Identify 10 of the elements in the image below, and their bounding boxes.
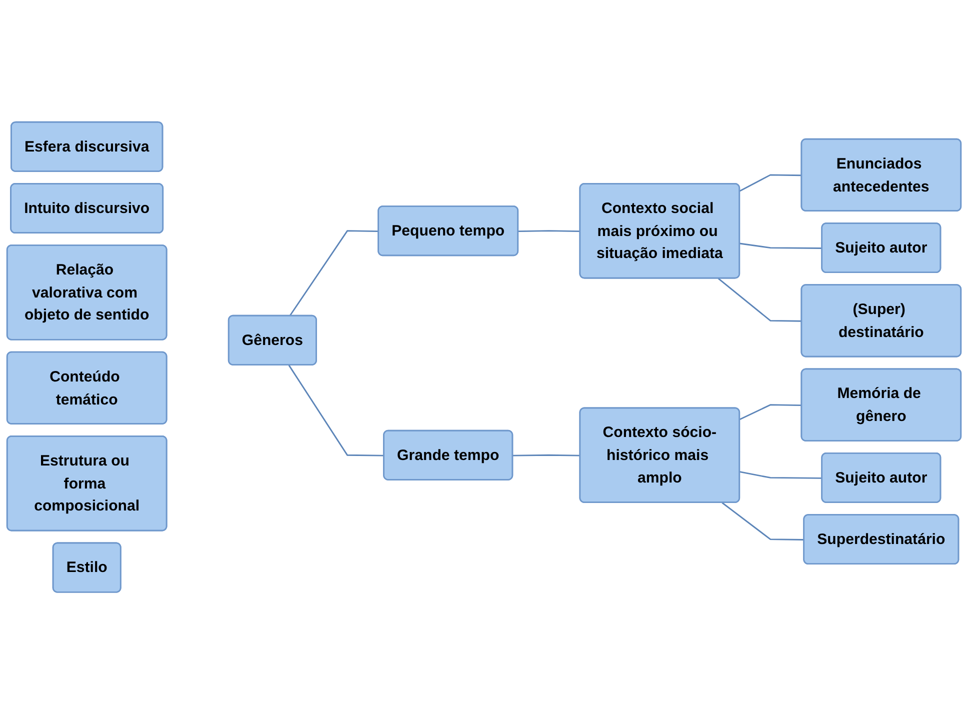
connector (722, 502, 804, 541)
connector (740, 174, 802, 192)
connector (518, 230, 580, 232)
connector (740, 243, 822, 250)
connector (718, 278, 802, 322)
connector (289, 230, 379, 317)
connector (740, 404, 802, 420)
connector (740, 472, 822, 480)
connector (512, 454, 580, 457)
connector (288, 365, 384, 457)
